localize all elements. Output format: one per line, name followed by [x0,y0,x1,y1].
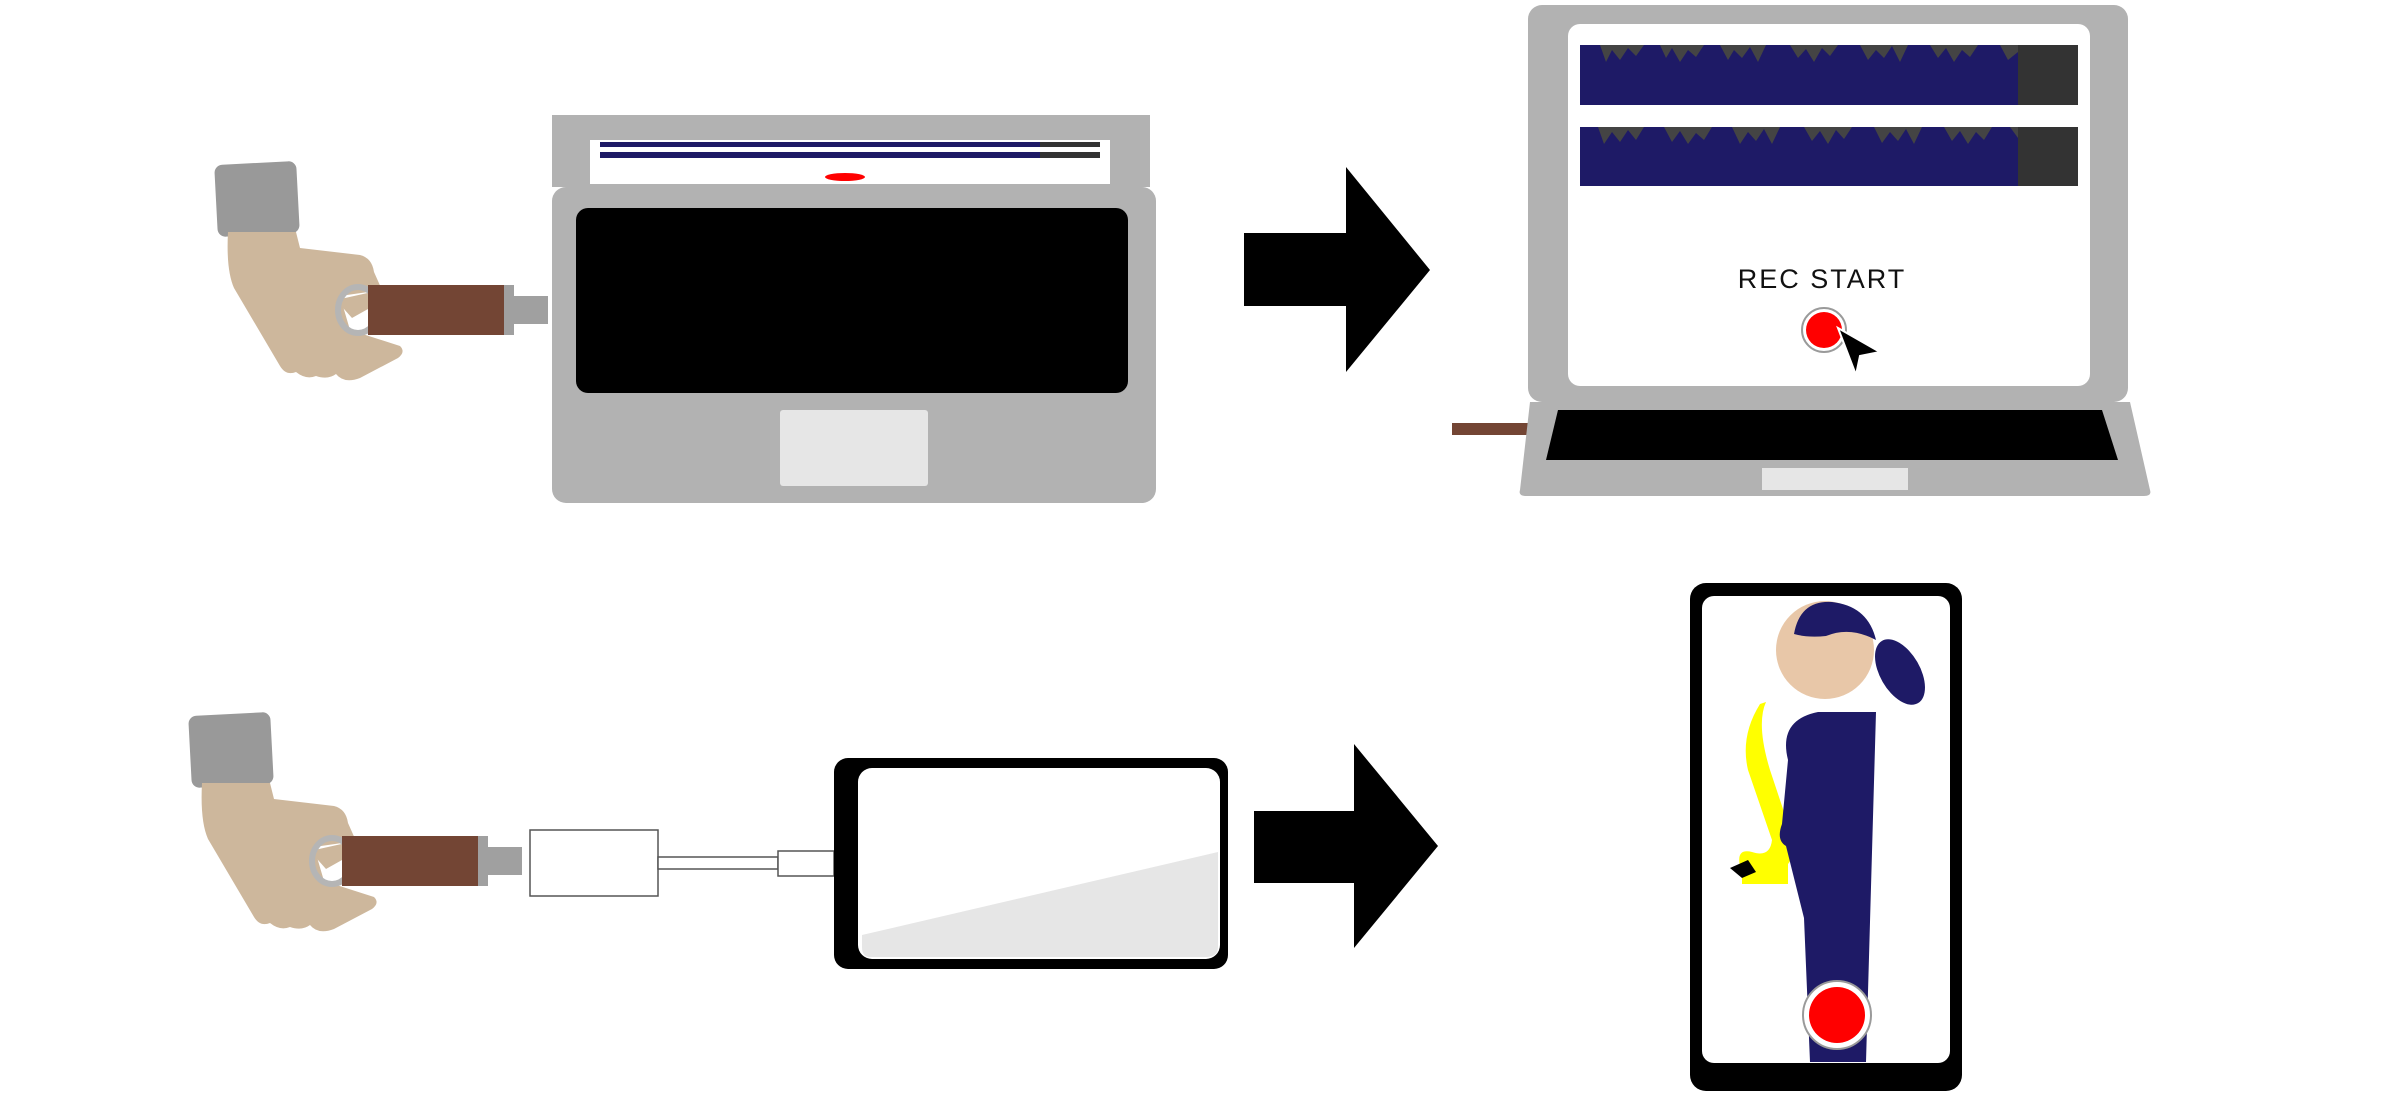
waveform-peaks-2 [1580,127,2018,144]
player-hair [1794,601,1876,640]
waveform-strip-2-end [1040,152,1100,158]
waveform-peaks-1 [1580,45,2018,62]
right-arrow-icon [1254,744,1438,948]
laptop-open-icon: REC START [1452,5,2151,496]
phone-screen-glare [862,852,1218,957]
mic-grip-head [214,161,300,237]
right-arrow-icon [1244,167,1430,372]
hand-icon [227,232,403,381]
waveform-track-2 [1580,127,2078,186]
player-body [1779,712,1876,1062]
mic-grip-head [188,712,274,788]
saxophone-icon [1739,702,1794,874]
record-button-icon[interactable] [1809,987,1865,1043]
waveform-strip-1-end [1040,142,1100,147]
mic-collar [504,285,514,335]
track-divider [1580,106,2078,126]
laptop-keyboard-open [1546,410,2118,460]
waveform-strip-2 [600,152,1100,158]
mic-body [342,836,482,886]
waveform-strip-1 [600,142,1100,147]
usb-plug-icon [488,847,522,875]
record-button-icon [825,173,865,181]
mic-body [368,285,508,335]
laptop-trackpad [780,410,928,486]
laptop-keyboard [576,208,1128,393]
mouse-cursor-icon [1836,325,1883,379]
adapter-body [529,829,659,897]
adapter-plug [777,850,835,877]
sax-mouthpiece [1730,860,1756,878]
mic-collar [478,836,488,886]
player-ponytail [1875,639,1925,705]
track-end-1 [2018,45,2078,105]
adapter-cable [657,856,779,870]
mic-cable [1452,423,1542,435]
hand-icon [201,783,377,932]
waveform-track-1 [1580,45,2078,105]
usb-plug-icon [514,296,548,324]
rec-start-label: REC START [1738,264,1907,294]
hand-holding-usb-microphone-icon [214,161,548,381]
usb-otg-adapter-icon [529,829,835,897]
track-end-2 [2018,127,2078,186]
smartphone-landscape-icon [834,758,1228,969]
laptop-half-open-icon [552,115,1156,503]
record-button-icon[interactable] [1806,312,1842,348]
smartphone-portrait-icon [1690,583,1962,1091]
saxophone-player-icon [1730,601,1925,1062]
player-arm [1788,828,1818,850]
laptop-trackpad-open [1762,468,1908,490]
hand-holding-usb-microphone-icon [188,712,522,932]
